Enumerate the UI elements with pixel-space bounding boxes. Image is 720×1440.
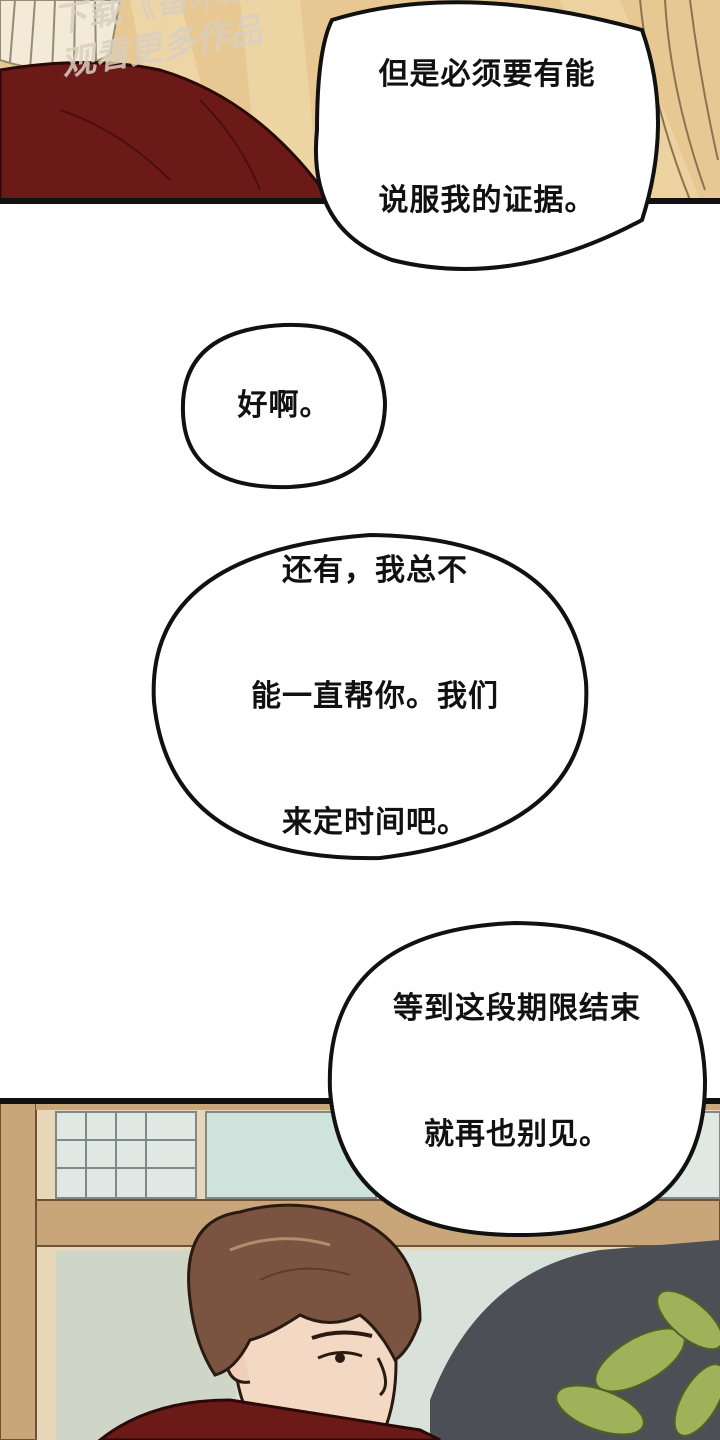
man-shirt — [97, 1398, 441, 1440]
bubble-text: 但是必须要有能 说服我的证据。 — [379, 0, 596, 306]
bubble-text: 等到这段期限结束 就再也别见。 — [393, 904, 641, 1240]
bubble-line: 说服我的证据。 — [378, 183, 596, 218]
bubble-line: 但是必须要有能 — [378, 57, 596, 92]
shirt-shoulder — [0, 61, 332, 200]
bubble-text: 还有，我总不 能一直帮你。我们 来定时间吧。 — [251, 466, 499, 928]
man-hair — [187, 1203, 422, 1377]
speech-bubble-schedule: 还有，我总不 能一直帮你。我们 来定时间吧。 — [150, 532, 590, 862]
bubble-line: 好啊。 — [237, 388, 331, 423]
plant-leaves — [555, 1289, 720, 1437]
speech-bubble-okay: 好啊。 — [180, 322, 388, 490]
bubble-line: 能一直帮你。我们 — [251, 679, 499, 714]
bubble-line: 还有，我总不 — [282, 553, 468, 588]
bubble-line: 就再也别见。 — [424, 1117, 610, 1152]
speech-bubble-goodbye: 等到这段期限结束 就再也别见。 — [326, 920, 708, 1238]
bubble-line: 等到这段期限结束 — [393, 991, 641, 1026]
bubble-text: 好啊。 — [238, 301, 331, 511]
bubble-line: 来定时间吧。 — [282, 805, 468, 840]
speech-bubble-evidence: 但是必须要有能 说服我的证据。 — [312, 0, 662, 276]
